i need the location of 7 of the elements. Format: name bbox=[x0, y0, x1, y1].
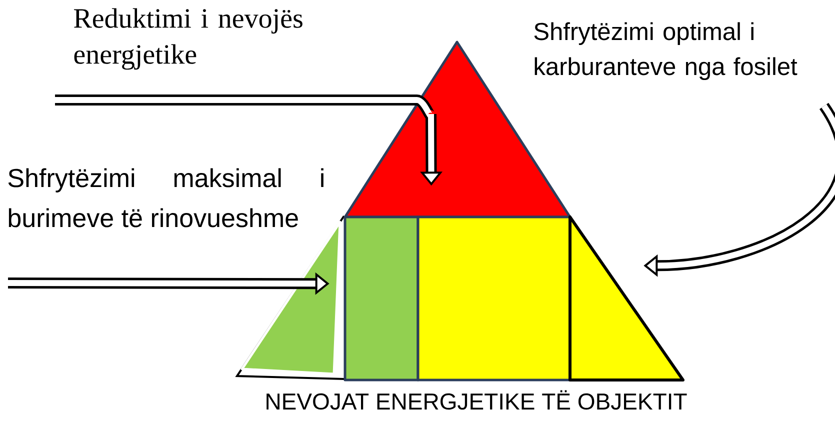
label-text: Reduktimi i nevojës energjetike bbox=[74, 8, 302, 70]
label-text: Shfrytëzimi maksimal i burimeve të rinovueshme bbox=[8, 168, 324, 228]
right-triangle bbox=[568, 216, 684, 382]
wall-panel bbox=[344, 216, 420, 382]
label-text: Shfrytëzimi optimal i karburanteve nga fosilet bbox=[534, 22, 798, 80]
wall-panel bbox=[416, 216, 572, 382]
caption: NEVOJAT ENERGJETIKE TË OBJEKTIT bbox=[266, 390, 687, 410]
